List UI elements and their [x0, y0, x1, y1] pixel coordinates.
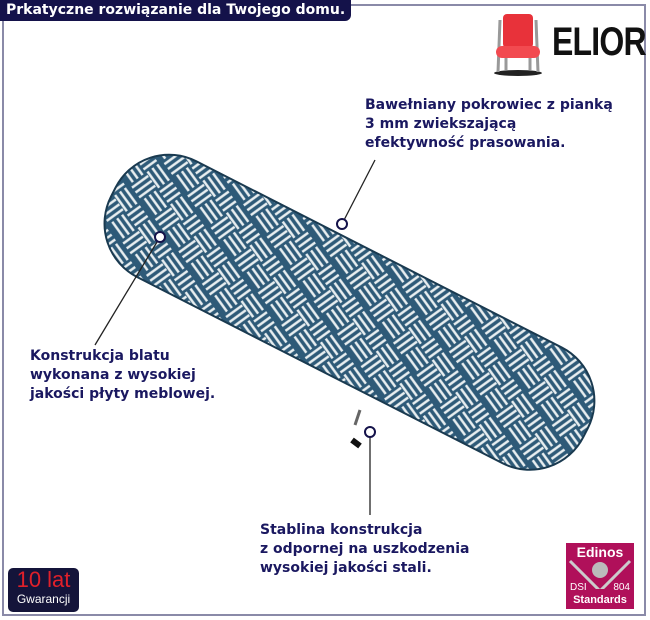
brand-logo: [488, 10, 638, 76]
badge-right: 804: [613, 582, 630, 593]
callout-cover: Bawełniany pokrowiec z pianką 3 mm zwiek…: [365, 97, 613, 151]
chair-icon: [494, 14, 542, 76]
warranty-label: Gwarancji: [16, 592, 71, 606]
banner: Prkatyczne rozwiązanie dla Twojego domu.: [0, 0, 352, 21]
warranty-badge: 10 lat Gwarancji: [8, 568, 79, 612]
leader-lines: [94, 159, 376, 515]
badge-title: Edinos: [576, 544, 624, 560]
brand-name: ELIOR: [552, 20, 647, 64]
warranty-years: 10 lat: [16, 567, 71, 592]
callout-top: Konstrukcja blatu wykonana z wysokiej ja…: [30, 348, 216, 402]
badge-v-icon: [568, 559, 632, 589]
callout-legs: Stablina konstrukcja z odpornej na uszko…: [260, 522, 470, 576]
edinos-badge: Edinos DSI 804 Standards: [566, 543, 634, 609]
badge-left: DSI: [570, 582, 587, 593]
badge-bottom: Standards: [573, 594, 627, 606]
